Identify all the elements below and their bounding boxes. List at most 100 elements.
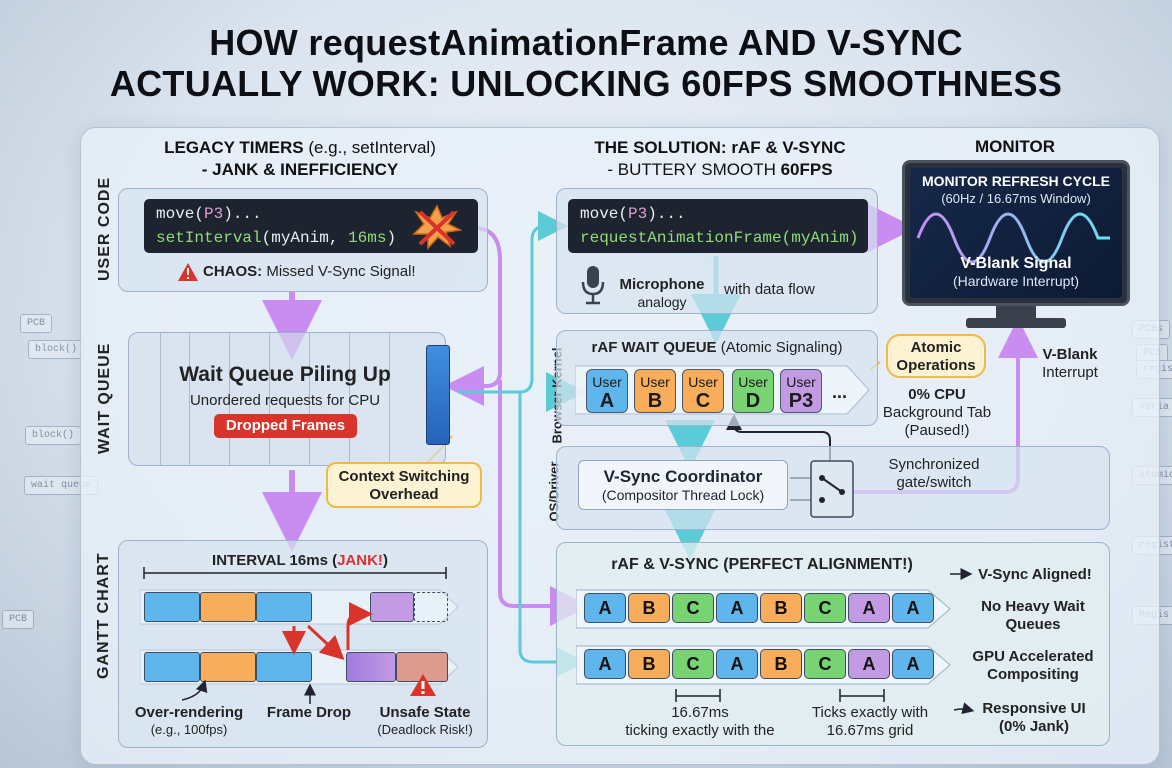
cpu-label: 0% CPU xyxy=(908,386,966,403)
frame-cell: B xyxy=(628,649,670,679)
interval-text: INTERVAL 16ms ( xyxy=(212,552,338,569)
context-switching-callout: Context Switching Overhead xyxy=(326,462,482,508)
benefit-pointers xyxy=(950,568,975,715)
sync-gate-label: Synchronized xyxy=(888,456,980,473)
over-rendering-label: Over-rendering xyxy=(134,704,244,721)
code-text: move( xyxy=(580,205,629,223)
gantt-bar-a xyxy=(144,652,200,682)
frame-cell: B xyxy=(760,649,802,679)
row-label-wait-queue: WAIT QUEUE xyxy=(96,342,113,454)
vblank-interrupt-sub: Interrupt xyxy=(1042,364,1098,381)
benefit-gpu-compositing: GPU Accelerated Compositing xyxy=(972,648,1094,683)
chaos-bold: CHAOS: xyxy=(203,263,263,280)
frame-cell: C xyxy=(804,593,846,623)
code-text: )... xyxy=(647,205,686,223)
code-text: move( xyxy=(156,205,205,223)
cpu-text: (Paused!) xyxy=(904,422,970,439)
interval-label: INTERVAL 16ms (JANK!) xyxy=(150,552,450,569)
tick-label: 16.67ms xyxy=(671,704,729,721)
user-label: User xyxy=(640,374,670,390)
monitor-screen xyxy=(910,168,1122,298)
user-label: User xyxy=(688,374,718,390)
queue-ellipsis: ... xyxy=(832,382,848,402)
raf-queue-title: rAF WAIT QUEUE (Atomic Signaling) xyxy=(556,339,878,356)
unsafe-state-sub: (Deadlock Risk!) xyxy=(377,722,473,737)
chaos-message: CHAOS: Missed V-Sync Signal! xyxy=(203,263,416,280)
frame-cell: A xyxy=(848,593,890,623)
left-circuit-decoration: PCB block() block() wait queue PCB xyxy=(0,300,110,720)
flow-line xyxy=(444,226,502,406)
benefit-vsync-aligned: V-Sync Aligned! xyxy=(978,566,1092,583)
cpu-text: Background Tab xyxy=(882,404,992,421)
frame-cell: B xyxy=(760,593,802,623)
user-letter: D xyxy=(745,390,761,412)
unsafe-state-label: Unsafe State xyxy=(379,704,471,721)
chip-label: wait queue xyxy=(24,476,99,495)
code-text: ) xyxy=(386,229,397,247)
refresh-cycle-sub: (60Hz / 16.67ms Window) xyxy=(941,191,1091,206)
code-text: setInterval xyxy=(156,229,262,247)
over-rendering-sub: (e.g., 100fps) xyxy=(150,722,228,737)
frame-cell: C xyxy=(804,649,846,679)
switch-gate-icon xyxy=(810,460,854,518)
flow-line xyxy=(498,380,590,626)
legacy-heading-bold: LEGACY TIMERS xyxy=(164,138,304,157)
tick-label: 16.67ms grid xyxy=(826,722,914,739)
code-text: requestAnimationFrame(myAnim) xyxy=(580,229,859,247)
frame-cell: A xyxy=(716,649,758,679)
user-letter: C xyxy=(695,390,711,412)
frame-cell: B xyxy=(628,593,670,623)
solution-heading-line1: THE SOLUTION: rAF & V-SYNC xyxy=(594,138,846,157)
solution-heading-line2a: - BUTTERY SMOOTH xyxy=(607,160,781,179)
frame-cell: A xyxy=(892,649,934,679)
user-letter: P3 xyxy=(788,390,814,412)
tick-label: Ticks exactly with xyxy=(811,704,929,721)
flow-line xyxy=(518,392,586,677)
row-label-gantt-chart: GANTT CHART xyxy=(95,552,112,679)
vsync-coordinator-box: V-Sync Coordinator (Compositor Thread Lo… xyxy=(578,460,788,510)
frame-cell: A xyxy=(892,593,934,623)
frame-cell: A xyxy=(584,649,626,679)
solution-heading: THE SOLUTION: rAF & V-SYNC - BUTTERY SMO… xyxy=(560,137,880,181)
frame-drop-label: Frame Drop xyxy=(266,704,352,721)
vsync-coordinator-sub: (Compositor Thread Lock) xyxy=(601,487,765,503)
page-title-line1: HOW requestAnimationFrame AND V-SYNC xyxy=(209,22,963,63)
alignment-title: rAF & V-SYNC (PERFECT ALIGNMENT!) xyxy=(611,556,913,573)
user-letter: B xyxy=(647,390,663,412)
vblank-signal-sub: (Hardware Interrupt) xyxy=(952,273,1080,289)
legacy-heading: LEGACY TIMERS (e.g., setInterval) - JANK… xyxy=(130,137,470,181)
queue-process-block xyxy=(426,345,450,445)
code-text: (myAnim, xyxy=(261,229,349,247)
gantt-bar-a xyxy=(144,592,200,622)
vblank-signal-title: V-Blank Signal xyxy=(960,255,1072,272)
microphone-sub: analogy xyxy=(637,294,687,310)
frame-cell: C xyxy=(672,649,714,679)
interval-jank: JANK! xyxy=(337,552,383,569)
warning-icon xyxy=(178,263,198,281)
code-text: )... xyxy=(223,205,262,223)
code-text: P3 xyxy=(628,205,648,223)
raf-queue-title-normal: (Atomic Signaling) xyxy=(716,339,843,356)
wait-queue-subtitle: Unordered requests for CPU xyxy=(189,392,381,409)
wait-queue-title: Wait Queue Piling Up xyxy=(179,363,391,386)
gantt-bar-p xyxy=(346,652,396,682)
frame-cell: A xyxy=(716,593,758,623)
interval-span-line xyxy=(143,567,447,579)
gantt-bar-b xyxy=(200,592,256,622)
data-flow-label: with data flow xyxy=(724,281,815,298)
legacy-heading-line2: - JANK & INEFFICIENCY xyxy=(201,160,399,179)
gantt-bar-b xyxy=(200,652,256,682)
frame-cell: A xyxy=(584,593,626,623)
microphone-icon xyxy=(581,266,605,305)
user-label: User xyxy=(738,374,768,390)
chip-label: PCB xyxy=(20,314,53,333)
frame-cell: C xyxy=(672,593,714,623)
error-burst-icon xyxy=(412,204,462,250)
warning-icon xyxy=(410,674,436,696)
monitor-heading: MONITOR xyxy=(975,137,1055,156)
